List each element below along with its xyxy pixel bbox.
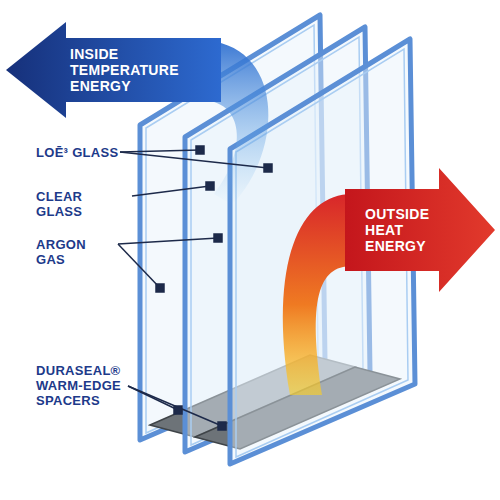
arrow-body: [345, 168, 495, 292]
part-label: DURASEAL® WARM-EDGE SPACERS: [36, 363, 126, 408]
part-label: ARGON GAS: [36, 237, 118, 267]
part-label: CLEAR GLASS: [36, 189, 132, 219]
part-label: LOĒ³ GLASS: [36, 145, 120, 160]
red-arrow-tail: [283, 194, 352, 395]
leader-lines: [118, 146, 272, 430]
arrow-label: INSIDE TEMPERATURE ENERGY: [70, 46, 188, 94]
energy-arrow: OUTSIDE HEAT ENERGY: [345, 168, 495, 292]
energy-arrow: INSIDE TEMPERATURE ENERGY: [6, 22, 221, 118]
arrow-body: [6, 22, 221, 118]
arrow-label: OUTSIDE HEAT ENERGY: [365, 206, 443, 254]
